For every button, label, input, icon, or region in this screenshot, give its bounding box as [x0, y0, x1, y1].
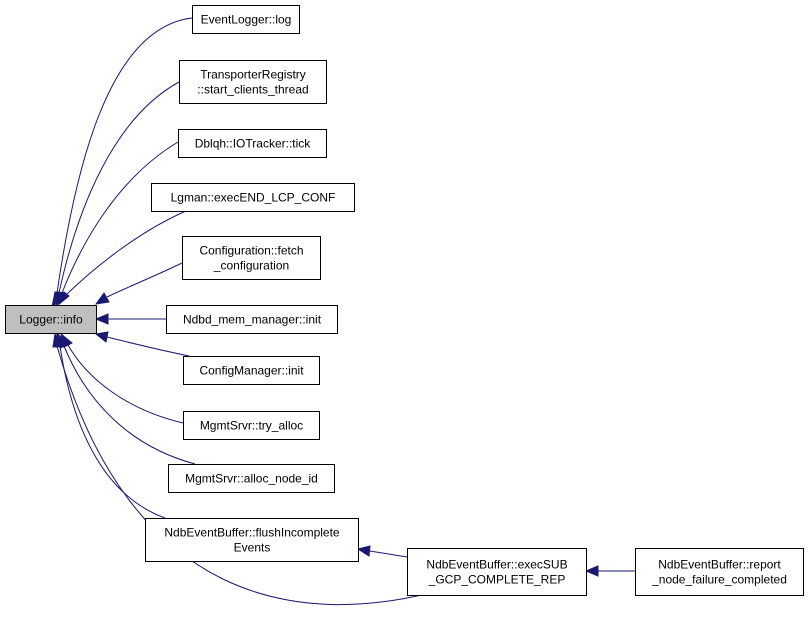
edge-line — [66, 210, 187, 295]
edge-line — [63, 345, 196, 465]
node-box — [407, 548, 587, 596]
edge-line — [67, 344, 184, 424]
edges-layer — [51, 17, 635, 606]
node-label-line: MgmtSrvr::try_alloc — [200, 419, 303, 433]
node-mgmt-srvr-alloc-node-id[interactable]: MgmtSrvr::alloc_node_id — [168, 464, 335, 493]
node-box — [145, 518, 359, 562]
node-lgman-exec-end-lcp-conf[interactable]: Lgman::execEND_LCP_CONF — [151, 183, 355, 212]
edge-line — [56, 345, 431, 606]
node-mgmt-srvr-try-alloc[interactable]: MgmtSrvr::try_alloc — [183, 411, 320, 440]
node-label-line: Dblqh::IOTracker::tick — [195, 137, 312, 151]
node-event-logger-log[interactable]: EventLogger::log — [192, 5, 300, 34]
arrow-head — [52, 332, 62, 348]
node-ndbd-mem-manager-init[interactable]: Ndbd_mem_manager::init — [166, 305, 338, 334]
edge-lgman_exec_end_lcp_conf-to-logger_info — [57, 210, 187, 306]
node-box — [151, 183, 355, 212]
node-label-line: NdbEventBuffer::flushIncomplete — [164, 526, 340, 540]
node-label-line: NdbEventBuffer::report — [658, 558, 781, 572]
node-label-line: _GCP_COMPLETE_REP — [428, 573, 566, 587]
nodes-layer: Logger::info EventLogger::logTransporterR… — [5, 5, 804, 596]
edge-ndb_event_buffer_report-to-ndb_event_buffer_exec_sub — [584, 565, 635, 577]
node-label-line: Events — [234, 541, 271, 555]
edge-line — [369, 550, 408, 558]
node-box — [178, 129, 327, 158]
node-dblqh-iotracker-tick[interactable]: Dblqh::IOTracker::tick — [178, 129, 327, 158]
node-label-line: MgmtSrvr::alloc_node_id — [185, 472, 318, 486]
edge-ndb_event_buffer_exec_sub-to-ndb_event_buffer_flush — [356, 545, 408, 558]
edge-line — [106, 336, 190, 357]
arrow-head — [94, 331, 109, 343]
node-label-line: _node_failure_completed — [651, 573, 787, 587]
node-label-line: Configuration::fetch — [199, 244, 303, 258]
node-ndb-event-buffer-exec-sub[interactable]: NdbEventBuffer::execSUB_GCP_COMPLETE_REP — [407, 548, 587, 596]
node-box — [179, 60, 327, 104]
node-box — [166, 305, 338, 334]
edge-ndb_event_buffer_flush-to-logger_info — [55, 332, 166, 519]
node-box — [635, 548, 804, 596]
node-config-manager-init[interactable]: ConfigManager::init — [183, 356, 320, 385]
edge-mgmt_srvr_try_alloc-to-logger_info — [60, 332, 184, 424]
node-box — [5, 305, 97, 334]
edge-ndbd_mem_manager_init-to-logger_info — [94, 313, 166, 325]
node-box — [182, 236, 321, 280]
arrow-head — [356, 545, 371, 557]
node-label-line: NdbEventBuffer::execSUB — [426, 558, 567, 572]
node-label-line: EventLogger::log — [201, 13, 292, 27]
node-box — [168, 464, 335, 493]
arrow-head — [94, 292, 110, 305]
node-transporter-registry[interactable]: TransporterRegistry::start_clients_threa… — [179, 60, 327, 104]
edge-event_logger_log-to-logger_info — [51, 17, 193, 308]
node-label-line: ConfigManager::init — [199, 364, 304, 378]
edge-mgmt_srvr_alloc_node_id-to-logger_info — [57, 332, 196, 465]
edge-line — [61, 141, 179, 294]
edge-ndb_event_buffer_exec_sub-to-logger_info — [52, 332, 431, 606]
node-label-line: TransporterRegistry — [200, 68, 306, 82]
node-ndb-event-buffer-report[interactable]: NdbEventBuffer::report_node_failure_comp… — [635, 548, 804, 596]
node-label-line: _configuration — [213, 259, 289, 273]
node-logger-info[interactable]: Logger::info — [5, 305, 97, 334]
node-configuration-fetch[interactable]: Configuration::fetch_configuration — [182, 236, 321, 280]
node-label-line: Logger::info — [19, 313, 83, 327]
edge-line — [106, 262, 183, 298]
node-label-line: ::start_clients_thread — [197, 83, 308, 97]
arrow-head — [94, 313, 109, 325]
node-box — [192, 5, 300, 34]
edge-configuration_fetch-to-logger_info — [94, 262, 183, 305]
node-label-line: Ndbd_mem_manager::init — [183, 313, 322, 327]
edge-line — [56, 17, 193, 294]
edge-line — [58, 81, 180, 294]
node-box — [183, 411, 320, 440]
edge-line — [59, 345, 166, 519]
node-label-line: Lgman::execEND_LCP_CONF — [171, 191, 336, 205]
edge-config_manager_init-to-logger_info — [94, 331, 190, 357]
node-box — [183, 356, 320, 385]
arrow-head — [57, 291, 70, 306]
arrow-head — [584, 565, 599, 577]
